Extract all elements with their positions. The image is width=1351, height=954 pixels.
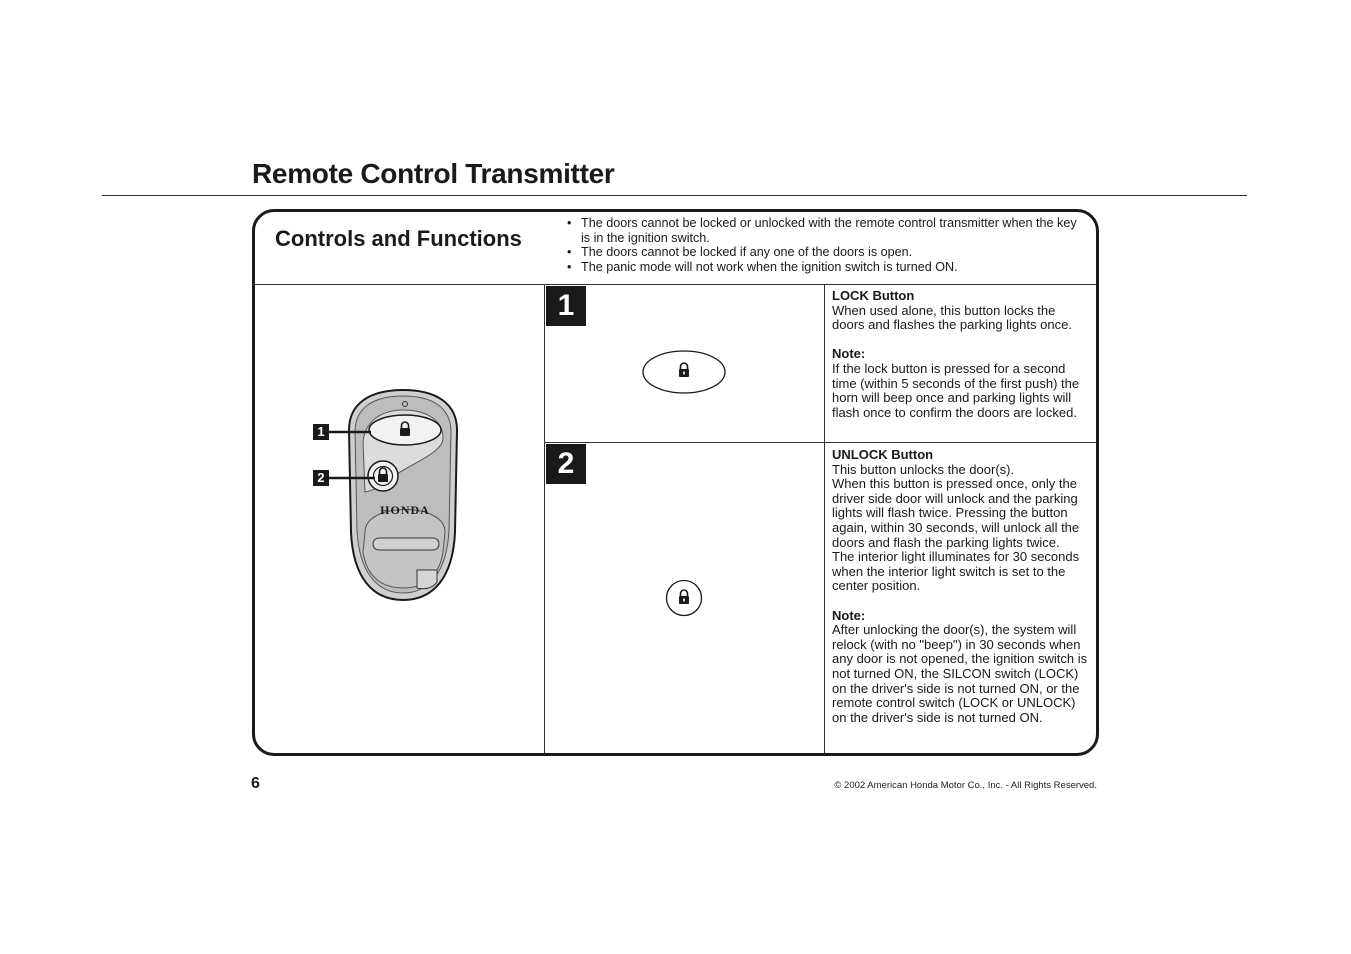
controls-table: Controls and Functions The doors cannot …: [252, 209, 1099, 756]
unlock-icon: [665, 579, 703, 617]
unlock-note-label: Note:: [832, 607, 866, 623]
note-item: The panic mode will not work when the ig…: [563, 260, 1083, 275]
unlock-description: UNLOCK Button This button unlocks the do…: [832, 447, 1090, 725]
unlock-body-1: This button unlocks the door(s).: [832, 461, 1015, 477]
remote-fob-illustration: HONDA 1 2: [305, 382, 465, 612]
row-divider: [545, 442, 1096, 443]
fob-unlock-icon: [372, 465, 394, 487]
fob-lock-icon: [400, 421, 410, 436]
unlock-heading: UNLOCK Button: [832, 447, 934, 462]
lock-heading: LOCK Button: [832, 288, 915, 303]
item-number-1: 1: [546, 286, 586, 326]
lock-button-illustration: [641, 349, 727, 400]
item-number-2: 2: [546, 444, 586, 484]
callout-label-2: 2: [313, 470, 329, 486]
table-header-row: Controls and Functions The doors cannot …: [255, 212, 1096, 285]
note-item: The doors cannot be locked if any one of…: [563, 245, 1083, 260]
lock-icon: [642, 350, 726, 394]
column-divider: [824, 285, 825, 753]
note-item: The doors cannot be locked or unlocked w…: [563, 216, 1083, 245]
lock-note: If the lock button is pressed for a seco…: [832, 360, 1080, 420]
fob-brand-label: HONDA: [380, 503, 430, 517]
title-divider: [102, 195, 1247, 196]
remote-fob-drawing: [329, 388, 459, 602]
page-number: 6: [251, 775, 260, 792]
unlock-button-illustration: [664, 578, 704, 623]
unlock-note: After unlocking the door(s), the system …: [832, 622, 1088, 725]
unlock-body-2: When this button is pressed once, only t…: [832, 476, 1080, 550]
lock-description: LOCK Button When used alone, this button…: [832, 288, 1090, 420]
column-divider: [544, 285, 545, 753]
copyright-notice: © 2002 American Honda Motor Co., Inc. - …: [834, 780, 1097, 791]
lock-note-label: Note:: [832, 346, 866, 362]
unlock-body-3: The interior light illuminates for 30 se…: [832, 549, 1080, 594]
page-title: Remote Control Transmitter: [252, 158, 615, 189]
lock-body: When used alone, this button locks the d…: [832, 302, 1072, 333]
notes-list: The doors cannot be locked or unlocked w…: [563, 216, 1083, 274]
section-title: Controls and Functions: [275, 226, 522, 251]
callout-label-1: 1: [313, 424, 329, 440]
